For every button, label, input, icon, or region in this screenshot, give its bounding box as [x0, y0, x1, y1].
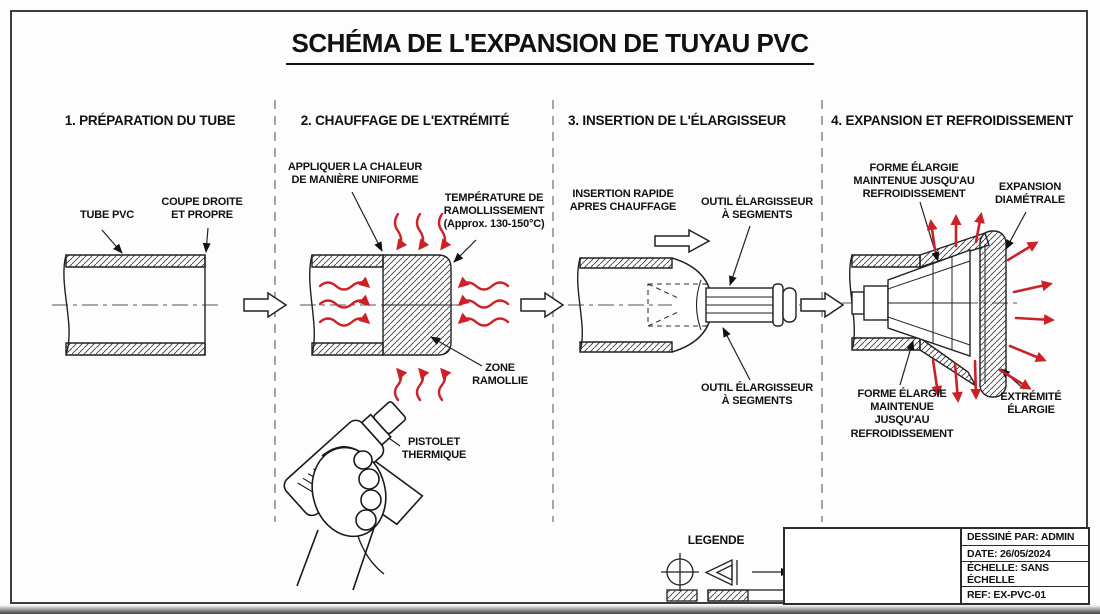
hatch-swatch-icon — [666, 589, 698, 602]
label-appliquer-chaleur: APPLIQUER LA CHALEUR DE MANIÈRE UNIFORME — [287, 161, 423, 187]
panel3-header: 3. INSERTION DE L'ÉLARGISSEUR — [568, 113, 786, 128]
legend-symbols — [661, 553, 791, 602]
label-coupe-droite: COUPE DROITE ET PROPRE — [161, 196, 243, 222]
label-tube-pvc: TUBE PVC — [79, 209, 135, 221]
step-arrows — [243, 291, 845, 319]
heat-arrows — [318, 212, 510, 402]
page-title: SCHÉMA DE L'EXPANSION DE TUYAU PVC — [285, 28, 815, 65]
label-expansion-diametrale: EXPANSION DIAMÉTRALE — [994, 181, 1066, 207]
label-insertion-rapide: INSERTION RAPIDE APRES CHAUFFAGE — [569, 188, 677, 214]
panel4-drawing — [842, 201, 1027, 398]
panel2-pipe-drawing — [300, 191, 483, 447]
title-block-empty-cell — [785, 529, 962, 603]
label-forme-elargie-haut: FORME ÉLARGIE MAINTENUE JUSQU'AU REFROID… — [853, 162, 975, 201]
expansion-arrows — [926, 212, 1055, 403]
label-outil-elargisseur-bas: OUTIL ÉLARGISSEUR À SEGMENTS — [701, 382, 813, 408]
section-view-icon — [704, 558, 738, 587]
title-block-drawn-by: DESSINÉ PAR: ADMIN — [962, 529, 1088, 546]
heat-gun-icon — [283, 401, 424, 591]
title-block: DESSINÉ PAR: ADMIN DATE: 26/05/2024 ÉCHE… — [783, 527, 1090, 605]
hand-icon — [296, 446, 387, 591]
drawing-border-frame — [10, 10, 1088, 604]
drawing-title-wrap: SCHÉMA DE L'EXPANSION DE TUYAU PVC — [0, 28, 1100, 65]
panel1-header: 1. PRÉPARATION DU TUBE — [64, 113, 236, 128]
panel1-pipe-drawing — [52, 227, 218, 356]
label-pistolet-thermique: PISTOLET THERMIQUE — [401, 436, 467, 462]
label-zone-ramollie: ZONE RAMOLLIE — [472, 362, 528, 388]
label-extremite-elargie: EXTRÉMITÉ ÉLARGIE — [1000, 391, 1062, 417]
title-block-scale: ÉCHELLE: SANS ÉCHELLE — [962, 562, 1088, 588]
panel3-drawing — [568, 225, 800, 381]
flared-rim — [979, 230, 1007, 398]
label-forme-elargie-bas: FORME ÉLARGIE MAINTENUE JUSQU'AU REFROID… — [850, 388, 954, 440]
page-bottom-edge-shadow — [0, 605, 1100, 614]
panel2-header: 2. CHAUFFAGE DE L'EXTRÉMITÉ — [300, 113, 510, 128]
title-block-date: DATE: 26/05/2024 — [962, 546, 1088, 563]
label-outil-elargisseur-haut: OUTIL ÉLARGISSEUR À SEGMENTS — [701, 196, 813, 222]
legend-title: LEGENDE — [687, 533, 745, 547]
panel4-header: 4. EXPANSION ET REFROIDISSEMENT — [831, 113, 1073, 128]
label-temperature: TEMPÉRATURE DE RAMOLLISSEMENT (Approx. 1… — [443, 192, 545, 231]
title-block-ref: REF: EX-PVC-01 — [967, 589, 1046, 602]
